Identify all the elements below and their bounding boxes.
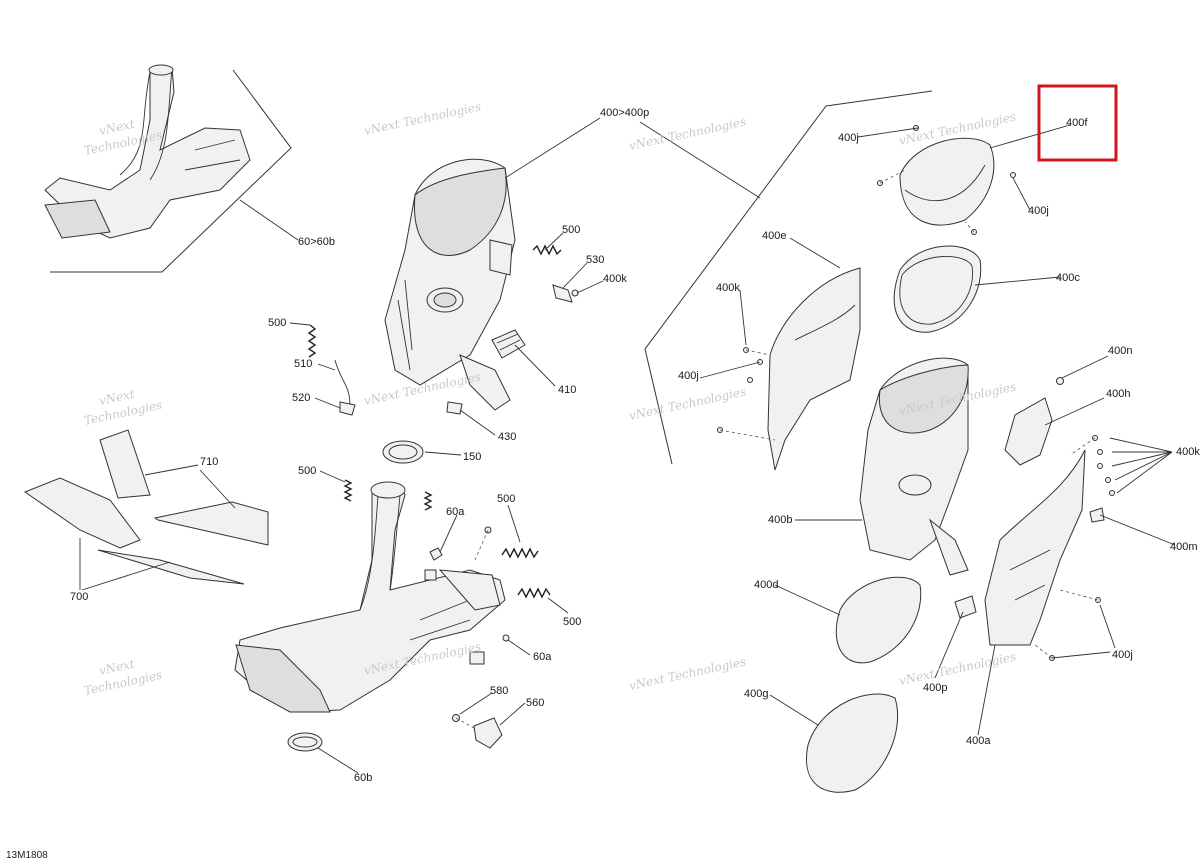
part-label[interactable]: 400j [1028, 205, 1049, 217]
muffler-assembly-400-400p [384, 158, 516, 411]
part-label[interactable]: 400k [1176, 446, 1200, 458]
part-label[interactable]: 400j [1112, 649, 1133, 661]
side-shield-400e [767, 267, 861, 471]
part-label[interactable]: 400e [762, 230, 786, 242]
watermark-text: vNext Technologies [898, 649, 1018, 687]
part-label[interactable]: 400d [754, 579, 778, 591]
part-label[interactable]: 710 [200, 456, 218, 468]
spring-500-mid-right [423, 491, 433, 511]
bolt-400j-top [877, 125, 1016, 235]
watermark-text: vNext Technologies [628, 654, 748, 692]
part-label[interactable]: 400k [716, 282, 740, 294]
bolts-400k-right [1092, 435, 1115, 496]
clip-400p [954, 595, 977, 619]
leader-lines [79, 117, 1176, 774]
spring-500-mid-left [343, 479, 353, 502]
part-label[interactable]: 150 [463, 451, 481, 463]
nut-60a-lower [469, 634, 510, 665]
bolt-400j-bottom [1049, 597, 1101, 661]
highlight-box [1037, 84, 1118, 162]
end-cap-400g [806, 693, 899, 793]
watermark-text: vNext Technologies [628, 114, 748, 152]
gasket-400d [835, 576, 922, 664]
spring-500-pair-upper [501, 547, 539, 559]
muffler-body-400b [859, 357, 969, 576]
part-label-400f[interactable]: 400f [1066, 117, 1088, 129]
part-label[interactable]: 500 [497, 493, 515, 505]
spring-500-top [532, 244, 562, 256]
part-label[interactable]: 700 [70, 591, 88, 603]
part-label[interactable]: 430 [498, 431, 516, 443]
exhaust-pipe-assembly [234, 481, 506, 713]
heat-shield-700 [23, 477, 245, 585]
part-label[interactable]: 500 [563, 616, 581, 628]
part-label[interactable]: 400a [966, 735, 991, 747]
part-label[interactable]: 580 [490, 685, 508, 697]
part-labels: 60>60b 400>400p 400f 400j 400j 400e 400c… [70, 107, 1200, 784]
inset-exhaust-assembly [44, 64, 251, 239]
part-label[interactable]: 510 [294, 358, 312, 370]
end-cap-400f [899, 137, 995, 226]
diagram-code: 13M1808 [6, 850, 48, 861]
clip-400m [1089, 507, 1105, 523]
part-label[interactable]: 60a [533, 651, 552, 663]
part-label[interactable]: 400>400p [600, 107, 649, 119]
part-label[interactable]: 410 [558, 384, 576, 396]
part-label[interactable]: 500 [562, 224, 580, 236]
part-label[interactable]: 60>60b [298, 236, 335, 248]
part-label[interactable]: 60a [446, 506, 465, 518]
cap-400n [1056, 377, 1064, 385]
watermark-text: vNext Technologies [363, 99, 483, 137]
bracket-400h [1004, 397, 1053, 466]
part-label[interactable]: 530 [586, 254, 604, 266]
nut-60a-upper [424, 526, 492, 581]
heat-shield-710 [99, 429, 269, 546]
part-label[interactable]: 400k [603, 273, 627, 285]
part-label[interactable]: 400m [1170, 541, 1198, 553]
clip-530 [552, 284, 573, 303]
part-label[interactable]: 560 [526, 697, 544, 709]
gasket-150 [382, 440, 424, 464]
cable-510 [334, 359, 351, 406]
assembly-dash-lines [455, 169, 1099, 729]
shield-400a [984, 449, 1086, 646]
spring-500-left [307, 324, 317, 358]
watermark-text: vNext Technologies [628, 384, 748, 422]
part-label[interactable]: 400h [1106, 388, 1130, 400]
bracket-410 [491, 329, 526, 359]
frame-lines [50, 69, 933, 465]
part-label[interactable]: 500 [298, 465, 316, 477]
part-label[interactable]: 400n [1108, 345, 1132, 357]
part-label[interactable]: 400j [678, 370, 699, 382]
part-label[interactable]: 400g [744, 688, 768, 700]
part-label[interactable]: 520 [292, 392, 310, 404]
clip-520 [339, 401, 356, 416]
part-label[interactable]: 60b [354, 772, 372, 784]
gasket-400c [893, 245, 982, 333]
part-label[interactable]: 400c [1056, 272, 1080, 284]
nut-430 [446, 401, 463, 415]
clamp-560 [473, 717, 503, 749]
part-label[interactable]: 400b [768, 514, 792, 526]
part-label[interactable]: 400j [838, 132, 859, 144]
part-label[interactable]: 400p [923, 682, 947, 694]
spring-500-pair-lower [517, 587, 551, 599]
part-label[interactable]: 500 [268, 317, 286, 329]
clamp-60b [287, 732, 323, 752]
